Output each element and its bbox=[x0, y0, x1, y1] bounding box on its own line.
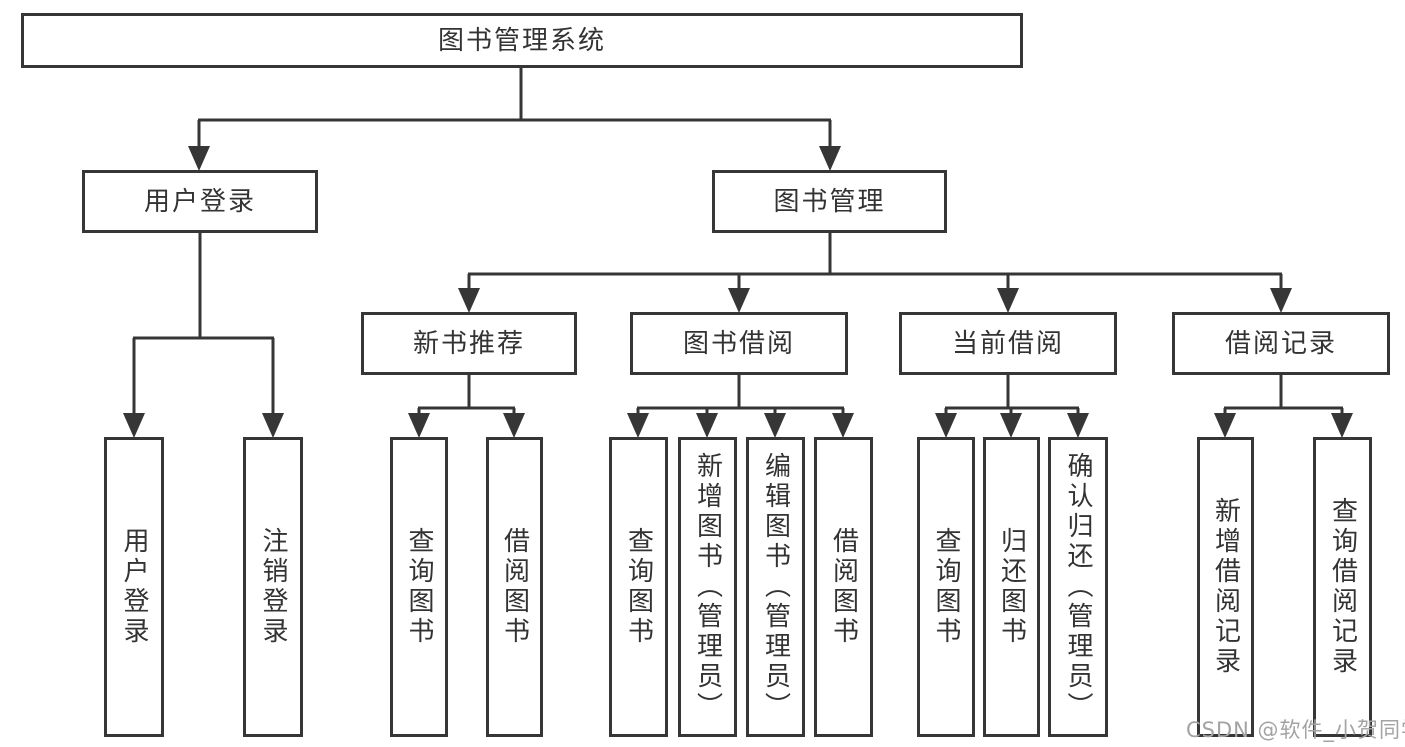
leaf-current-confirm-return-admin-label: 确认归还（管理员） bbox=[1063, 452, 1093, 722]
csdn-watermark: CSDN @软件_小贺同学 bbox=[1186, 718, 1405, 742]
leaf-recommend-query-books-label: 查询图书 bbox=[404, 527, 434, 647]
node-new-book-recommend-label: 新书推荐 bbox=[412, 328, 525, 359]
leaf-current-query-books: 查询图书 bbox=[917, 437, 975, 737]
leaf-current-return-books-label: 归还图书 bbox=[996, 527, 1027, 647]
node-user-login-label: 用户登录 bbox=[143, 186, 256, 217]
leaf-recommend-borrow-books: 借阅图书 bbox=[486, 437, 543, 737]
leaf-recommend-query-books: 查询图书 bbox=[390, 437, 448, 737]
leaf-records-add-record-label: 新增借阅记录 bbox=[1210, 497, 1241, 677]
node-current-borrow: 当前借阅 bbox=[899, 312, 1117, 375]
node-book-management-label: 图书管理 bbox=[773, 186, 886, 217]
leaf-borrow-borrow-books-label: 借阅图书 bbox=[828, 527, 859, 647]
leaf-borrow-query-books: 查询图书 bbox=[609, 437, 668, 737]
leaf-records-query-record: 查询借阅记录 bbox=[1313, 437, 1372, 737]
leaf-borrow-query-books-label: 查询图书 bbox=[623, 527, 654, 647]
leaf-user-login: 用户登录 bbox=[104, 437, 164, 737]
node-borrow-records: 借阅记录 bbox=[1172, 312, 1390, 375]
leaf-current-confirm-return-admin: 确认归还（管理员） bbox=[1048, 437, 1108, 737]
node-book-borrow-label: 图书借阅 bbox=[682, 328, 795, 359]
leaf-logout-label: 注销登录 bbox=[258, 527, 288, 647]
leaf-user-login-label: 用户登录 bbox=[119, 527, 149, 647]
node-borrow-records-label: 借阅记录 bbox=[1224, 328, 1337, 359]
leaf-records-query-record-label: 查询借阅记录 bbox=[1327, 497, 1358, 677]
leaf-records-add-record: 新增借阅记录 bbox=[1197, 437, 1254, 737]
leaf-borrow-edit-books-admin-label: 编辑图书（管理员） bbox=[760, 452, 791, 722]
leaf-borrow-add-books-admin-label: 新增图书（管理员） bbox=[692, 452, 723, 722]
leaf-logout: 注销登录 bbox=[243, 437, 303, 737]
leaf-borrow-edit-books-admin: 编辑图书（管理员） bbox=[746, 437, 805, 737]
node-current-borrow-label: 当前借阅 bbox=[951, 328, 1064, 359]
node-root-label: 图书管理系统 bbox=[437, 25, 606, 56]
leaf-borrow-borrow-books: 借阅图书 bbox=[814, 437, 873, 737]
leaf-current-query-books-label: 查询图书 bbox=[931, 527, 961, 647]
leaf-borrow-add-books-admin: 新增图书（管理员） bbox=[678, 437, 737, 737]
node-user-login: 用户登录 bbox=[82, 170, 318, 233]
leaf-current-return-books: 归还图书 bbox=[983, 437, 1040, 737]
leaf-recommend-borrow-books-label: 借阅图书 bbox=[499, 527, 530, 647]
node-new-book-recommend: 新书推荐 bbox=[361, 312, 577, 375]
node-book-management: 图书管理 bbox=[712, 170, 947, 233]
node-root: 图书管理系统 bbox=[21, 13, 1023, 68]
node-book-borrow: 图书借阅 bbox=[630, 312, 848, 375]
